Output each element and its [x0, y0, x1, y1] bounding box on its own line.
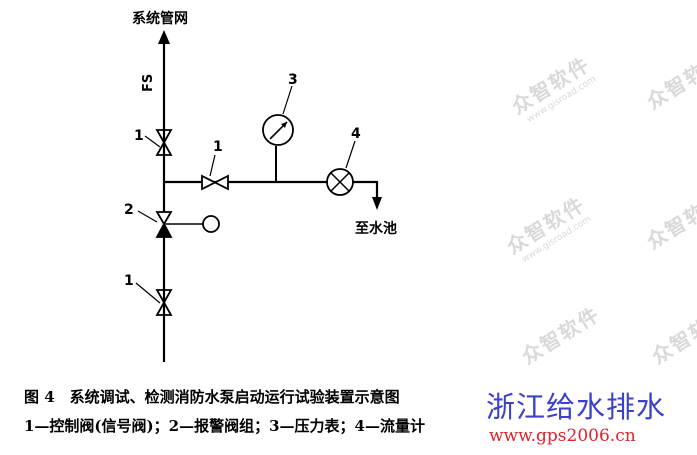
callout-1-branch: 1	[213, 139, 223, 155]
control-valve-branch	[201, 174, 229, 191]
fs-label: FS	[141, 74, 156, 92]
callout-2: 2	[124, 202, 134, 218]
leader-line	[282, 85, 293, 115]
figure-legend: 1—控制阀(信号阀)；2—报警阀组；3—压力表；4—流量计	[24, 417, 425, 435]
flow-arrow-down	[372, 197, 382, 210]
brand-title: 浙江给水排水	[486, 390, 667, 424]
leader-line	[144, 135, 161, 148]
alarm-valve-icon	[155, 211, 220, 238]
leader-line	[345, 140, 356, 169]
figure-title: 图 4 系统调试、检测消防水泵启动运行试验装置示意图	[24, 388, 400, 406]
flow-arrow-up	[158, 30, 170, 44]
leader-line	[137, 210, 158, 223]
callout-4: 4	[351, 126, 361, 142]
control-valve-top	[155, 129, 173, 156]
leader-line	[209, 154, 216, 177]
system-network-label: 系统管网	[132, 10, 188, 27]
pressure-gauge-icon	[262, 114, 294, 146]
flow-meter-icon	[326, 168, 354, 196]
callout-1-bottom: 1	[124, 273, 134, 289]
control-valve-bottom	[155, 289, 173, 316]
leader-line	[135, 282, 161, 304]
brand-url: www.gps2006.cn	[489, 426, 636, 446]
callout-1-top: 1	[134, 128, 144, 144]
callout-3: 3	[288, 72, 298, 88]
to-pool-label: 至水池	[355, 220, 397, 237]
